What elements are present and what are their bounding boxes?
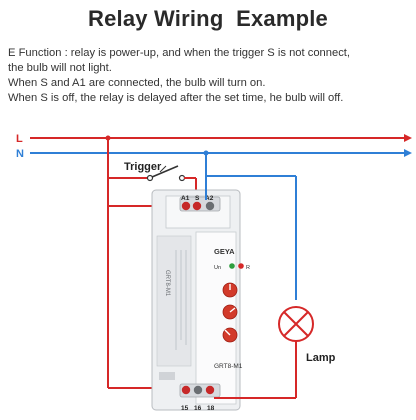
terminal-16-label: 16	[194, 405, 202, 412]
relay-side-text: GRT8-M1	[164, 270, 170, 297]
terminal-a1-screw	[181, 201, 191, 211]
brand-logo: GEYA	[214, 247, 235, 256]
led-r-label: R	[246, 265, 250, 271]
l-arrow	[404, 134, 412, 142]
switch-lever	[159, 165, 167, 173]
terminal-16-screw	[193, 385, 203, 395]
n-label: N	[16, 148, 24, 160]
function-knob	[222, 327, 238, 343]
lamp-symbol	[278, 306, 314, 342]
description: E Function : relay is power-up, and when…	[8, 46, 412, 106]
description-line: When S and A1 are connected, the bulb wi…	[8, 77, 266, 89]
terminal-15-label: 15	[181, 405, 189, 412]
time-adjust-knob	[222, 304, 238, 320]
terminal-18-screw	[205, 385, 215, 395]
led-r	[238, 263, 244, 269]
description-line: the bulb will not light.	[8, 62, 112, 74]
page-title: Relay Wiring Example	[88, 6, 328, 31]
n-arrow	[404, 149, 412, 157]
terminal-s-label: S	[195, 195, 200, 202]
switch-contact	[146, 174, 154, 182]
terminal-a1-label: A1	[181, 195, 190, 202]
l-label: L	[16, 133, 23, 145]
time-range-knob	[222, 282, 238, 298]
model-label: GRT8-M1	[214, 363, 243, 370]
switch-contact	[178, 174, 186, 182]
terminal-15-screw	[181, 385, 191, 395]
terminal-a2-screw	[205, 201, 215, 211]
terminal-s-screw	[192, 201, 202, 211]
led-un-label: Un	[214, 265, 221, 271]
description-line: E Function : relay is power-up, and when…	[8, 47, 351, 59]
trigger-label: Trigger	[124, 161, 162, 173]
description-line: When S is off, the relay is delayed afte…	[8, 92, 344, 104]
lamp-label: Lamp	[306, 352, 336, 364]
led-un	[229, 263, 235, 269]
switch-blade	[151, 165, 179, 178]
terminal-a2-label: A2	[205, 195, 214, 202]
relay-module: GRT8-M1	[151, 189, 241, 411]
terminal-18-label: 18	[207, 405, 215, 412]
